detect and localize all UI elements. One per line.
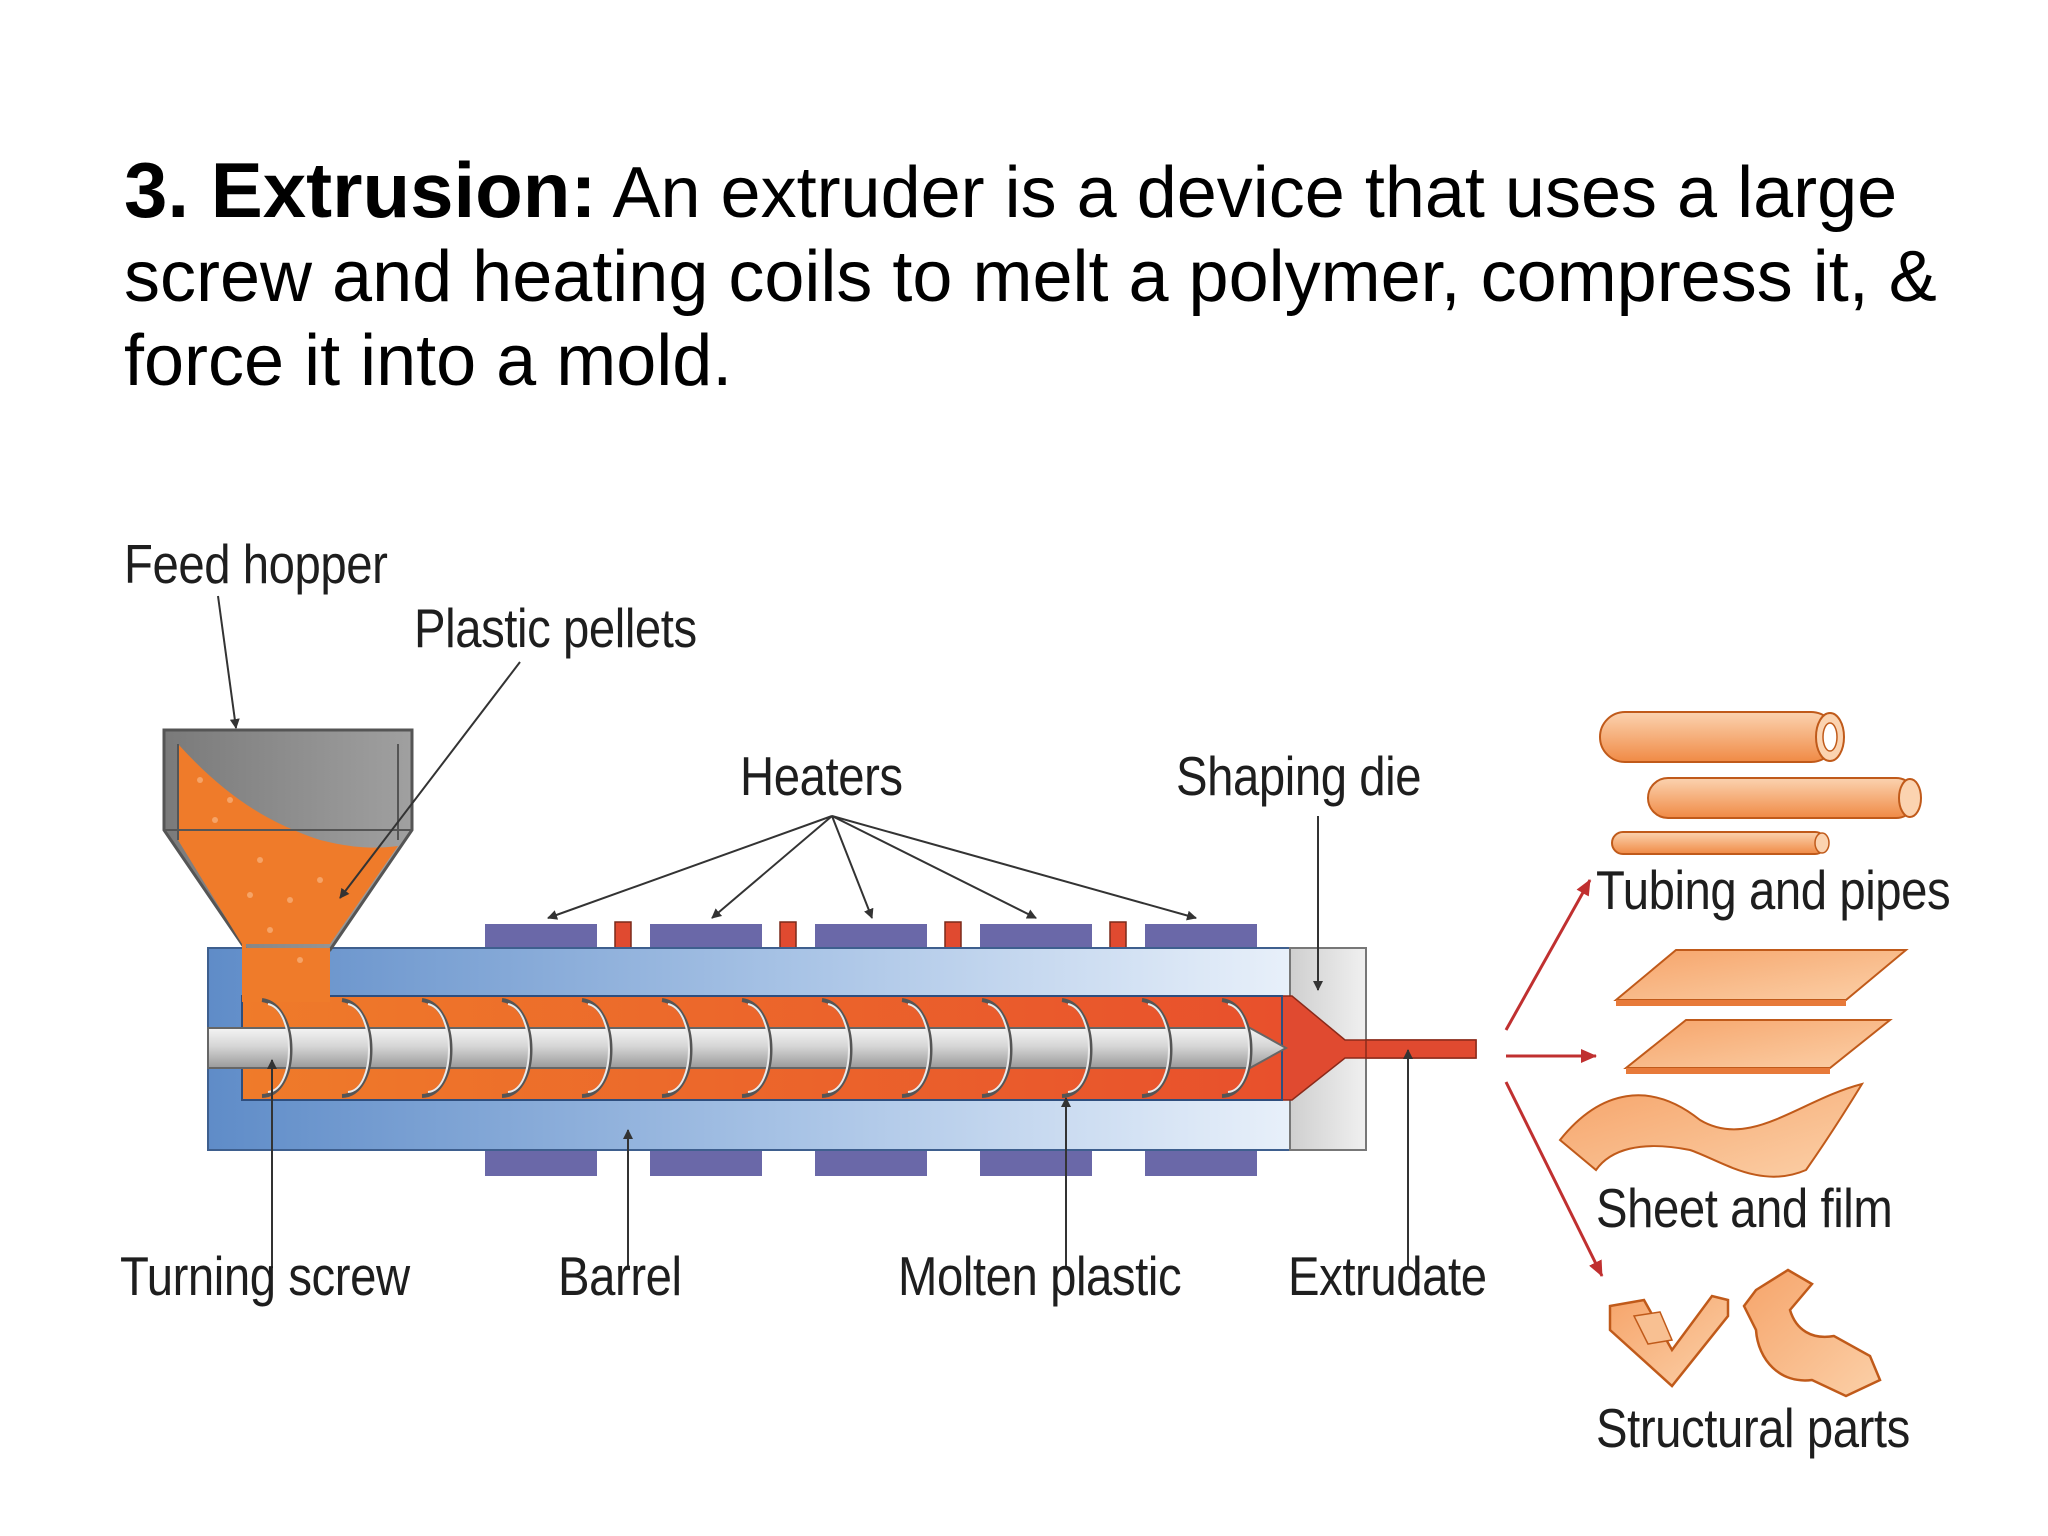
heading-lead: 3. Extrusion: — [124, 146, 597, 234]
heading-body: An extruder is a device that uses a larg… — [124, 153, 1937, 401]
heater-block — [485, 924, 597, 950]
heater-block — [1145, 1148, 1257, 1176]
heater-block — [815, 1148, 927, 1176]
label-shaping-die: Shaping die — [1176, 745, 1422, 807]
extrudate-strand — [1365, 1039, 1477, 1059]
heater-block — [980, 924, 1092, 950]
slide-heading: 3. Extrusion: An extruder is a device th… — [124, 148, 1944, 403]
label-plastic-pellets: Plastic pellets — [414, 597, 697, 659]
label-turning-screw: Turning screw — [120, 1245, 410, 1307]
feed-hopper — [162, 728, 414, 1002]
thermocouple — [779, 921, 797, 951]
structural-products — [1608, 1268, 1882, 1398]
label-barrel: Barrel — [558, 1245, 682, 1307]
label-molten-plastic: Molten plastic — [898, 1245, 1182, 1307]
heaters-bottom — [485, 1148, 1257, 1176]
label-tubing-and-pipes: Tubing and pipes — [1596, 859, 1951, 921]
sheet-products — [1558, 949, 1909, 1178]
leader-lines — [217, 595, 1413, 1268]
heater-block — [815, 924, 927, 950]
output-arrows — [1504, 879, 1604, 1277]
thermocouple — [614, 921, 632, 951]
label-extrudate: Extrudate — [1288, 1245, 1487, 1307]
turning-screw — [207, 998, 1289, 1098]
label-heaters: Heaters — [740, 745, 903, 807]
label-structural-parts: Structural parts — [1596, 1397, 1910, 1459]
label-sheet-and-film: Sheet and film — [1596, 1177, 1893, 1239]
heater-block — [485, 1148, 597, 1176]
thermocouple — [1109, 921, 1127, 951]
label-feed-hopper: Feed hopper — [124, 533, 388, 595]
heater-block — [650, 924, 762, 950]
heaters-top — [485, 921, 1257, 951]
heater-block — [1145, 924, 1257, 950]
heater-block — [980, 1148, 1092, 1176]
heater-block — [650, 1148, 762, 1176]
tubing-products — [1599, 711, 1922, 855]
thermocouple — [944, 921, 962, 951]
